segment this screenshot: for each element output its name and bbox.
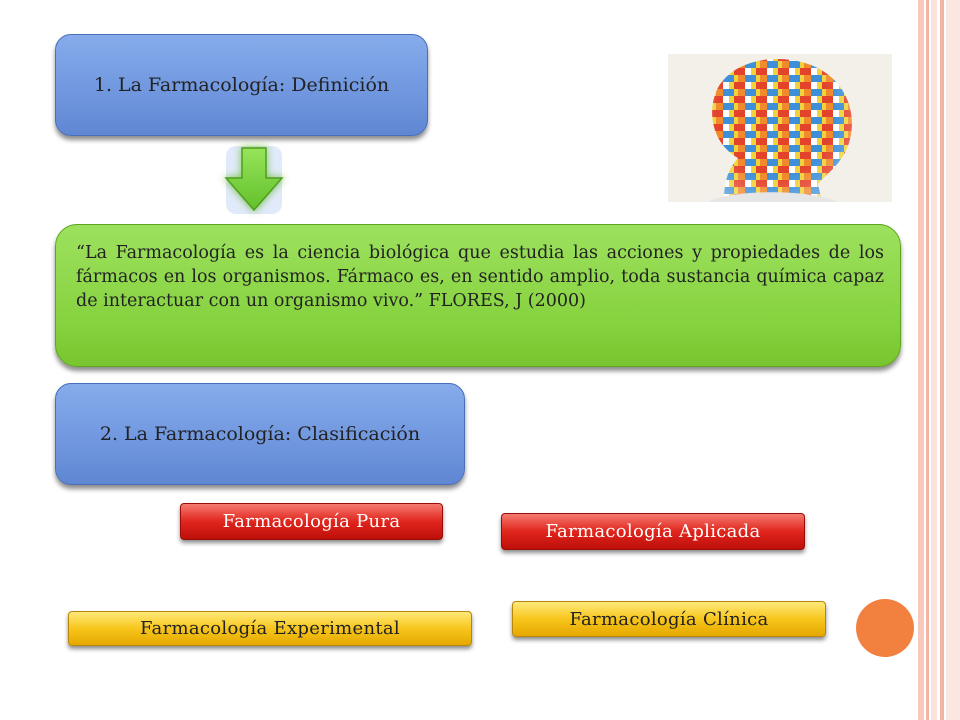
- decorative-circle: [856, 599, 914, 657]
- section2-title-box: 2. La Farmacología: Clasificación: [55, 383, 465, 485]
- border-stripe: [931, 0, 937, 720]
- definition-quote-box: “La Farmacología es la ciencia biológica…: [55, 224, 901, 367]
- section1-title-box: 1. La Farmacología: Definición: [55, 34, 428, 136]
- farmacologia-clinica-label: Farmacología Clínica: [569, 608, 769, 630]
- farmacologia-clinica-tag: Farmacología Clínica: [512, 601, 826, 637]
- definition-quote: “La Farmacología es la ciencia biológica…: [76, 243, 884, 311]
- section2-title: 2. La Farmacología: Clasificación: [99, 423, 421, 445]
- farmacologia-aplicada-tag: Farmacología Aplicada: [501, 513, 805, 550]
- border-stripe: [946, 0, 960, 720]
- section1-title: 1. La Farmacología: Definición: [93, 74, 390, 96]
- arrow-down-icon: [224, 146, 284, 214]
- farmacologia-pura-tag: Farmacología Pura: [180, 503, 443, 540]
- farmacologia-experimental-label: Farmacología Experimental: [139, 618, 400, 639]
- border-stripe: [926, 0, 929, 720]
- pill-head-image: [668, 54, 892, 202]
- border-stripe: [918, 0, 924, 720]
- farmacologia-aplicada-label: Farmacología Aplicada: [545, 521, 761, 542]
- farmacologia-experimental-tag: Farmacología Experimental: [68, 611, 472, 646]
- farmacologia-pura-label: Farmacología Pura: [222, 511, 401, 532]
- border-stripe: [940, 0, 944, 720]
